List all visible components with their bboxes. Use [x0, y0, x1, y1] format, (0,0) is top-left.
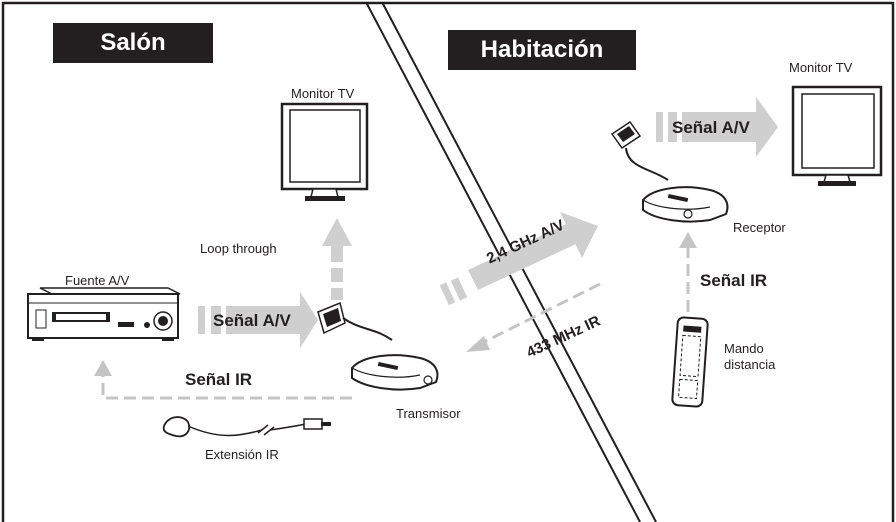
scart-connector-left — [317, 301, 393, 341]
label-av-signal-left: Señal A/V — [213, 311, 291, 330]
label-av-signal-right: Señal A/V — [672, 118, 750, 137]
monitor-right-icon — [791, 85, 883, 186]
vcr-icon — [27, 287, 181, 341]
transmitter-icon — [351, 354, 439, 391]
label-ir-signal-left: Señal IR — [185, 370, 253, 389]
av-arrow-right — [656, 97, 778, 157]
ir-path-left — [94, 360, 352, 400]
ir-extension-icon — [162, 416, 331, 438]
room-label-habitacion: Habitación — [448, 30, 636, 70]
label-receiver: Receptor — [733, 220, 786, 235]
remote-icon — [671, 316, 709, 408]
av-arrow-left — [198, 292, 318, 348]
room-label-salon: Salón — [53, 23, 213, 63]
label-ir-extension: Extensión IR — [205, 447, 279, 462]
label-loop-through: Loop through — [200, 241, 277, 256]
wireless-ir-arrow — [466, 282, 601, 352]
label-remote-line1: Mando — [724, 341, 764, 356]
ir-path-right — [679, 232, 697, 312]
label-source: Fuente A/V — [65, 273, 130, 288]
label-remote-line2: distancia — [724, 357, 776, 372]
loop-arrow-up — [322, 218, 352, 300]
monitor-left-icon — [280, 102, 369, 201]
label-monitor-right: Monitor TV — [789, 60, 853, 75]
receiver-icon — [642, 186, 729, 223]
label-transmitter: Transmisor — [396, 406, 461, 421]
wireless-av-arrow — [439, 212, 598, 306]
label-ir-signal-right: Señal IR — [700, 271, 768, 290]
label-monitor-left: Monitor TV — [291, 86, 355, 101]
scart-connector-right — [610, 120, 669, 181]
